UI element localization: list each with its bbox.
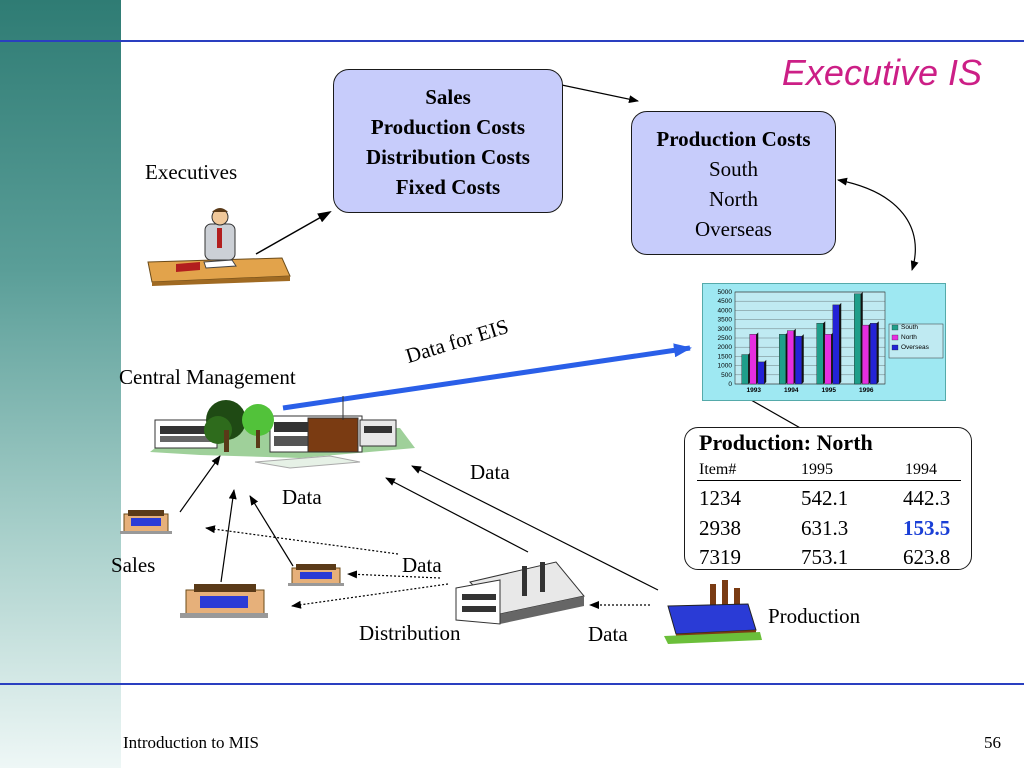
y-tick-label: 2500 [718, 335, 733, 342]
legend-label-north: North [901, 334, 917, 341]
x-tick-label: 1993 [747, 387, 762, 394]
bar-depth [876, 321, 879, 384]
table-header-1995: 1995 [801, 461, 833, 478]
bar-south-1995 [816, 323, 824, 385]
store-icon-large [180, 584, 268, 618]
y-tick-label: 0 [728, 381, 732, 388]
legend-label-south: South [901, 324, 918, 331]
bar-depth [839, 302, 842, 384]
y-tick-label: 3500 [718, 317, 733, 324]
label-data-low: Data [402, 553, 442, 577]
label-central-management: Central Management [119, 365, 296, 389]
production-costs-box: Production Costs South North Overseas [631, 111, 836, 255]
bar-north-1994 [787, 330, 794, 385]
factory-icon [664, 580, 762, 644]
region-south: South [708, 157, 758, 181]
y-tick-label: 5000 [718, 289, 733, 296]
bar-overseas-1993 [757, 361, 765, 385]
legend-swatch-north [891, 334, 899, 341]
box-title-production-costs: Production Costs [656, 127, 811, 151]
label-data-center: Data [470, 460, 510, 484]
table-header-item: Item# [699, 461, 737, 478]
label-distribution: Distribution [359, 621, 461, 645]
label-production: Production [768, 604, 861, 628]
table-cell: 542.1 [801, 486, 849, 510]
footer-course: Introduction to MIS [123, 733, 259, 752]
table-header-1994: 1994 [905, 461, 937, 478]
legend-label-overseas: Overseas [901, 344, 930, 351]
bar-south-1994 [779, 334, 786, 385]
bar-north-1996 [862, 324, 869, 385]
bar-overseas-1995 [832, 304, 840, 385]
bar-overseas-1996 [870, 323, 877, 385]
label-executives: Executives [145, 160, 238, 184]
page-number: 56 [984, 733, 1001, 752]
table-cell: 753.1 [801, 545, 849, 569]
region-overseas: Overseas [695, 217, 772, 241]
box-item-distribution-costs: Distribution Costs [366, 145, 530, 169]
table-cell: 631.3 [801, 516, 849, 540]
table-header-rule [697, 480, 961, 481]
bar-south-1996 [854, 293, 861, 385]
x-tick-label: 1995 [822, 387, 837, 394]
region-north: North [709, 187, 758, 211]
y-tick-label: 1000 [718, 363, 733, 370]
bar-depth [801, 334, 804, 384]
metrics-box: Sales Production Costs Distribution Cost… [333, 69, 563, 213]
executive-desk-icon [147, 208, 291, 286]
legend-swatch-south [891, 324, 899, 331]
table-cell: 2938 [699, 516, 741, 540]
x-tick-label: 1996 [859, 387, 874, 394]
left-gradient-bar [0, 0, 121, 768]
y-tick-label: 4000 [718, 307, 733, 314]
top-rule [0, 40, 1024, 42]
bottom-rule [0, 683, 1024, 685]
table-cell: 442.3 [903, 486, 951, 510]
box-item-production-costs: Production Costs [370, 115, 526, 139]
table-cell: 1234 [699, 486, 741, 510]
table-cell: 7319 [699, 545, 741, 569]
y-tick-label: 1500 [718, 353, 733, 360]
label-data-mid: Data [282, 485, 322, 509]
bar-north-1993 [749, 334, 757, 385]
bar-north-1995 [824, 334, 832, 385]
warehouse-icon [455, 561, 585, 625]
y-tick-label: 4500 [718, 298, 733, 305]
bar-overseas-1994 [795, 335, 802, 385]
y-tick-label: 3000 [718, 326, 733, 333]
legend-swatch-overseas [891, 344, 899, 351]
label-data-bottom: Data [588, 622, 628, 646]
x-tick-label: 1994 [784, 387, 799, 394]
y-tick-label: 500 [721, 372, 732, 379]
store-icon-medium [288, 564, 344, 586]
bar-chart-svg: 5000450040003500300025002000150010005000… [718, 289, 944, 394]
y-tick-label: 2000 [718, 344, 733, 351]
table-cell-highlight: 153.5 [903, 516, 951, 540]
table-cell: 623.8 [903, 545, 951, 569]
production-north-table: Production: North Item# 1995 1994 1234 5… [684, 427, 972, 570]
store-icon-small [120, 510, 172, 534]
box-item-sales: Sales [425, 85, 471, 109]
table-title: Production: North [699, 430, 873, 455]
label-sales: Sales [111, 553, 156, 577]
central-building-icon [150, 396, 415, 469]
bar-south-1993 [741, 354, 749, 385]
slide-title: Executive IS [781, 52, 982, 93]
bar-depth [764, 359, 767, 384]
box-item-fixed-costs: Fixed Costs [395, 175, 501, 199]
